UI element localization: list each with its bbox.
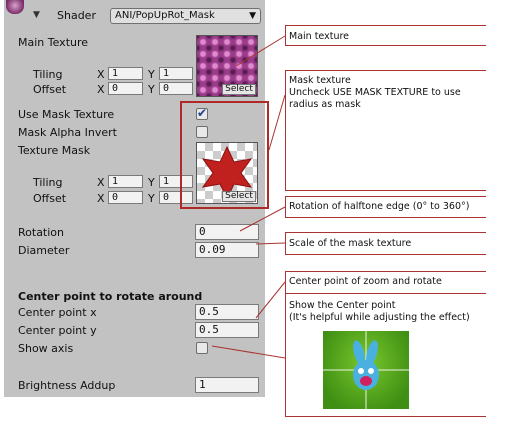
note-center: Center point of zoom and rotate: [289, 276, 442, 287]
note-show-center-side: [285, 293, 286, 416]
texture-mask-select-button[interactable]: Select: [222, 191, 256, 202]
mask-tiling-x-field[interactable]: 1: [108, 175, 143, 188]
checkmark-icon: ✔: [197, 106, 208, 120]
note-mask-line1: Mask texture: [289, 75, 351, 86]
bunny-icon: [323, 331, 409, 409]
note-main-texture: Main texture: [289, 31, 350, 42]
texture-mask-thumbnail[interactable]: Select: [196, 142, 258, 204]
rotation-field[interactable]: 0: [195, 224, 259, 240]
note-center-side: [285, 271, 286, 293]
material-preview-icon: [6, 0, 24, 14]
mask-offset-y-label: Y: [148, 192, 155, 205]
note-center-bottom: [285, 293, 486, 294]
main-offset-x-label: X: [97, 83, 105, 96]
mask-offset-y-field[interactable]: 0: [159, 191, 193, 204]
material-inspector: ▼ Shader ANI/PopUpRot_Mask ▼ Main Textur…: [4, 0, 265, 397]
main-tiling-x-label: X: [97, 68, 105, 81]
mask-tiling-y-label: Y: [148, 176, 155, 189]
shader-value: ANI/PopUpRot_Mask: [115, 10, 215, 21]
center-x-field[interactable]: 0.5: [195, 304, 259, 320]
show-axis-checkbox[interactable]: [196, 342, 208, 354]
note-scale-top: [285, 232, 486, 233]
mask-tiling-x-label: X: [97, 176, 105, 189]
center-point-preview-image: [323, 331, 409, 409]
mask-alpha-invert-checkbox[interactable]: [196, 126, 208, 138]
mask-offset-x-label: X: [97, 192, 105, 205]
note-rotation-top: [285, 196, 486, 197]
note-mask-line2: Uncheck USE MASK TEXTURE to use: [289, 87, 461, 98]
main-offset-y-label: Y: [148, 83, 155, 96]
note-mask-top: [285, 70, 486, 71]
note-rotation-side: [285, 196, 286, 217]
note-rotation: Rotation of halftone edge (0° to 360°): [289, 201, 470, 212]
center-x-label: Center point x: [18, 306, 97, 319]
note-show-center-line1: Show the Center point: [289, 300, 396, 311]
note-scale: Scale of the mask texture: [289, 238, 412, 249]
note-scale-side: [285, 232, 286, 254]
main-texture-thumbnail[interactable]: Select: [196, 35, 258, 97]
use-mask-label: Use Mask Texture: [18, 108, 115, 121]
diameter-field[interactable]: 0.09: [195, 242, 259, 258]
note-show-center-line2: (It's helpful while adjusting the effect…: [289, 312, 470, 323]
note-mask-side: [285, 70, 286, 190]
note-main-texture-side: [285, 25, 286, 46]
mask-tiling-y-field[interactable]: 1: [159, 175, 193, 188]
main-texture-label: Main Texture: [18, 36, 89, 49]
main-texture-select-button[interactable]: Select: [222, 84, 256, 95]
main-tiling-label: Tiling: [33, 68, 63, 81]
main-offset-y-field[interactable]: 0: [159, 82, 193, 95]
center-y-label: Center point y: [18, 324, 97, 337]
note-mask-line3: radius as mask: [289, 99, 361, 110]
mask-tiling-label: Tiling: [33, 176, 63, 189]
note-main-texture-top: [285, 25, 486, 26]
note-mask-bottom: [285, 190, 486, 191]
rotation-label: Rotation: [18, 226, 65, 239]
shader-label: Shader: [57, 9, 96, 22]
show-axis-label: Show axis: [18, 342, 74, 355]
note-show-center-bottom: [285, 416, 486, 417]
main-offset-x-field[interactable]: 0: [108, 82, 143, 95]
use-mask-checkbox[interactable]: ✔: [196, 106, 208, 120]
mask-offset-label: Offset: [33, 192, 67, 205]
texture-mask-label: Texture Mask: [18, 144, 91, 157]
note-main-texture-underline: [285, 45, 486, 46]
diameter-label: Diameter: [18, 244, 70, 257]
mask-alpha-invert-label: Mask Alpha Invert: [18, 126, 117, 139]
brightness-label: Brightness Addup: [18, 379, 116, 392]
main-tiling-y-field[interactable]: 1: [159, 67, 193, 80]
main-offset-label: Offset: [33, 83, 67, 96]
center-point-heading: Center point to rotate around: [18, 290, 203, 303]
note-rotation-bottom: [285, 217, 486, 218]
shader-dropdown[interactable]: ANI/PopUpRot_Mask ▼: [110, 8, 261, 24]
main-tiling-y-label: Y: [148, 68, 155, 81]
note-scale-bottom: [285, 254, 486, 255]
foldout-arrow-icon[interactable]: ▼: [33, 10, 40, 20]
center-y-field[interactable]: 0.5: [195, 322, 259, 338]
note-center-top: [285, 271, 486, 272]
mask-offset-x-field[interactable]: 0: [108, 191, 143, 204]
dropdown-arrow-icon: ▼: [249, 11, 256, 21]
main-tiling-x-field[interactable]: 1: [108, 67, 143, 80]
mask-highlight-box: [180, 101, 269, 209]
brightness-field[interactable]: 1: [195, 377, 259, 393]
inspector-header: ▼ Shader ANI/PopUpRot_Mask ▼: [4, 0, 265, 30]
